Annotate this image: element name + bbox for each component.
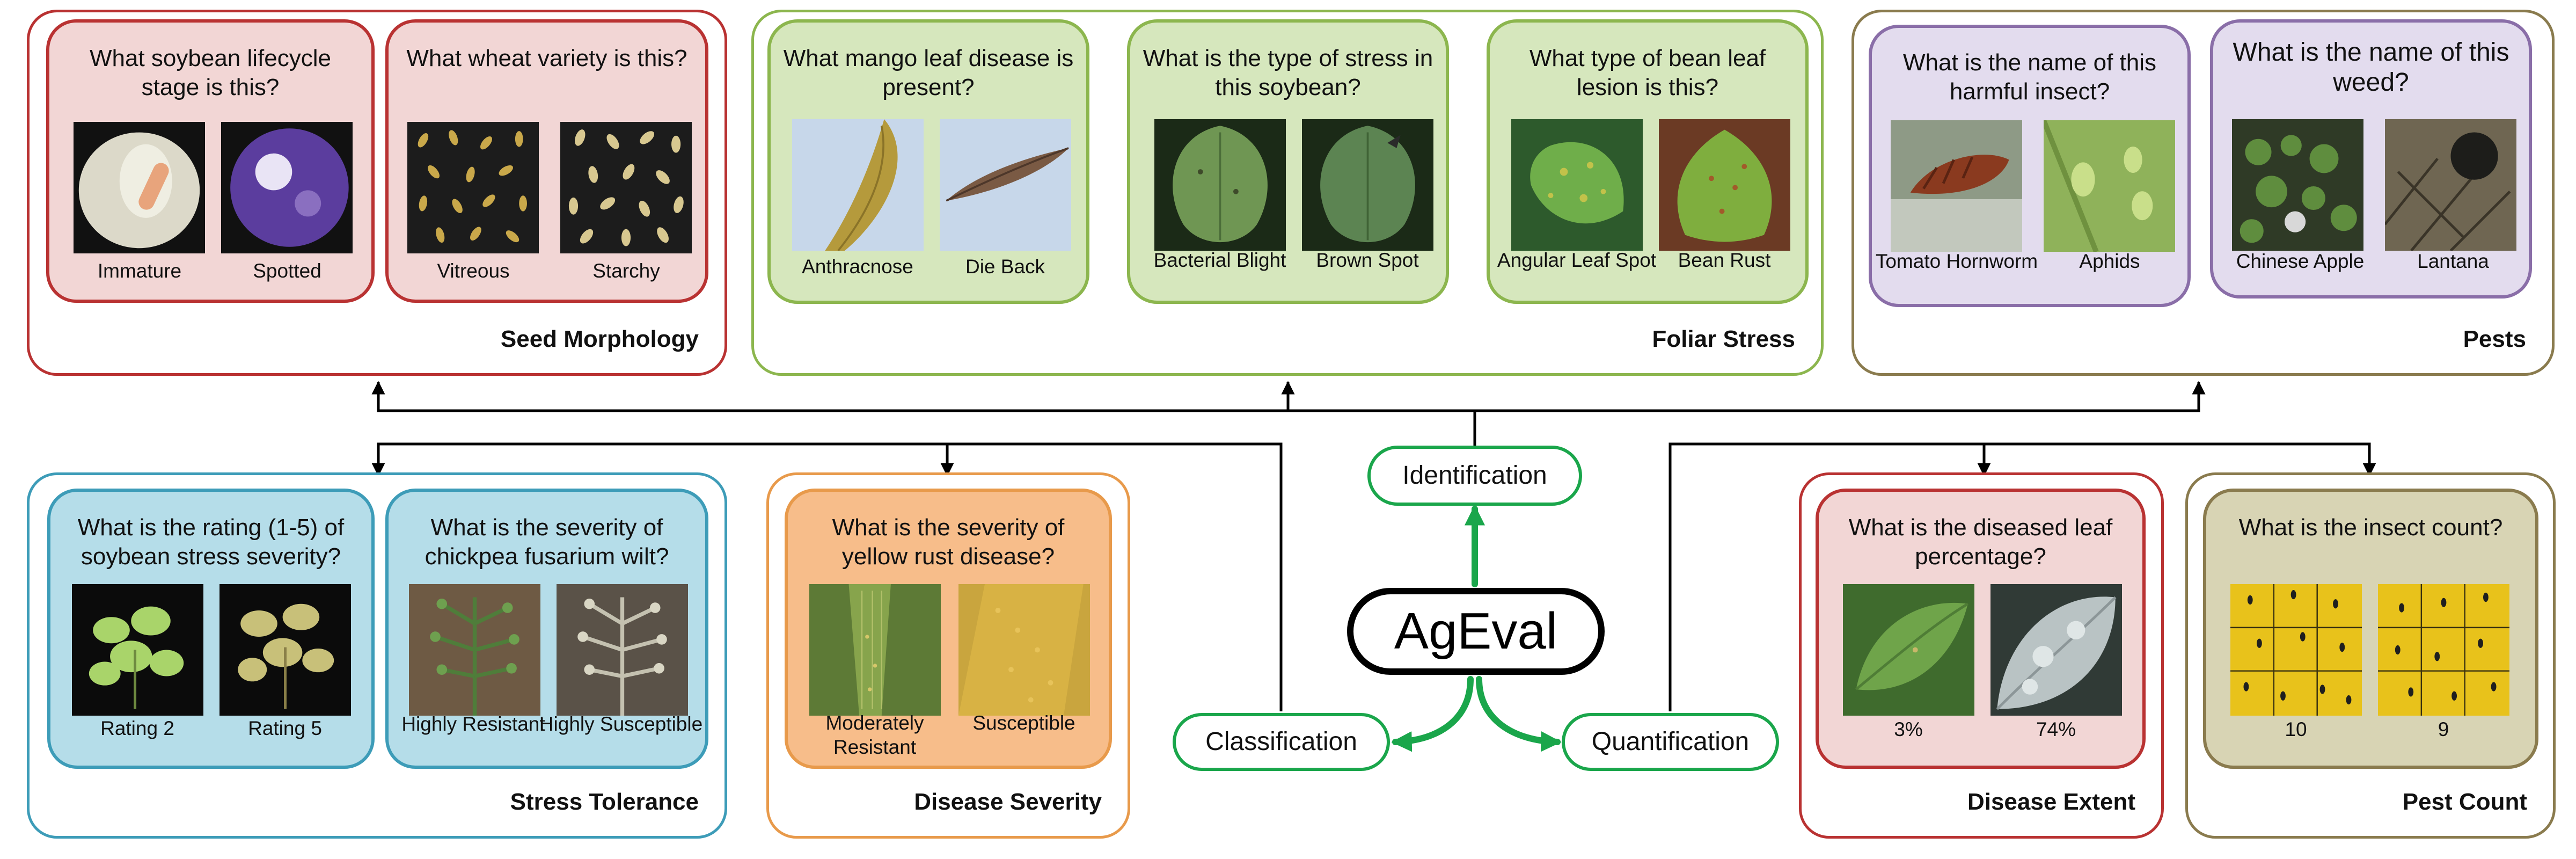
photo-spotted-seed — [221, 122, 353, 253]
group-title: Seed Morphology — [500, 326, 699, 352]
photo-label: 9 — [2438, 718, 2449, 740]
photo-vitreous-wheat — [407, 122, 539, 253]
photo-label: Vitreous — [437, 260, 510, 282]
photo-3-percent-leaf — [1843, 584, 1974, 716]
classification-connectors — [371, 442, 1283, 711]
photo-dieback-leaf — [940, 119, 1071, 251]
photo-rating-2-plant — [72, 584, 203, 716]
photo-74-percent-leaf — [1990, 584, 2122, 716]
card-question: What is the insect count? — [2238, 514, 2503, 541]
card-soybean-lifecycle: What soybean lifecycle stage is this? Im… — [46, 19, 375, 303]
photo-susceptible-wheat — [958, 584, 1090, 716]
photo-sticky-trap-9 — [2378, 584, 2509, 716]
task-arrows — [1391, 505, 1562, 752]
identification-connectors — [371, 381, 2206, 446]
card-question: What is the rating (1-5) of soybean stre… — [77, 514, 345, 570]
card-diseased-leaf-percentage: What is the diseased leaf percentage? 3%… — [1816, 489, 2146, 769]
photo-lantana — [2385, 119, 2516, 251]
photo-chinese-apple — [2232, 119, 2363, 251]
photo-label: Bean Rust — [1678, 249, 1771, 271]
photo-label: Spotted — [253, 260, 321, 282]
photo-label: Brown Spot — [1316, 249, 1419, 271]
card-question: What is the severity of chickpea fusariu… — [425, 514, 669, 570]
photo-sticky-trap-10 — [2230, 584, 2362, 716]
card-question: What is the severity of yellow rust dise… — [832, 514, 1065, 570]
quantification-node[interactable]: Quantification — [1562, 713, 1779, 771]
card-question: What soybean lifecycle stage is this? — [90, 45, 331, 100]
card-question: What is the type of stress in this soybe… — [1143, 45, 1433, 100]
photo-label: 10 — [2285, 718, 2307, 740]
photo-immature-seed — [74, 122, 205, 253]
photo-aphids — [2044, 120, 2175, 252]
card-question: What is the diseased leaf percentage? — [1848, 514, 2113, 570]
group-title: Pest Count — [2402, 789, 2527, 815]
group-title: Foliar Stress — [1652, 326, 1795, 352]
card-mango-disease: What mango leaf disease is present? Anth… — [767, 19, 1089, 304]
photo-highly-resistant-chickpea — [409, 584, 540, 716]
ageval-center-node[interactable]: AgEval — [1347, 588, 1605, 675]
photo-label: Tomato Hornworm — [1875, 250, 2038, 272]
photo-label: Moderately Resistant — [825, 712, 924, 758]
photo-label: Angular Leaf Spot — [1497, 249, 1657, 271]
photo-label: Starchy — [592, 260, 660, 282]
identification-node[interactable]: Identification — [1367, 446, 1582, 506]
photo-label: 74% — [2036, 718, 2076, 740]
photo-bean-rust — [1659, 119, 1790, 251]
group-title: Disease Extent — [1967, 789, 2135, 815]
photo-label: Highly Susceptible — [539, 713, 703, 735]
photo-bacterial-blight-leaf — [1154, 119, 1286, 251]
photo-angular-leaf-spot — [1511, 119, 1643, 251]
card-question: What mango leaf disease is present? — [783, 45, 1074, 100]
photo-label: 3% — [1894, 718, 1923, 740]
card-question: What is the name of this weed? — [2233, 38, 2509, 97]
photo-label: Immature — [97, 260, 182, 282]
photo-label: Susceptible — [972, 712, 1075, 734]
quantification-connectors — [1668, 442, 2376, 711]
photo-label: Lantana — [2417, 250, 2489, 272]
classification-node[interactable]: Classification — [1173, 713, 1390, 771]
card-question: What is the name of this harmful insect? — [1903, 49, 2156, 105]
card-chickpea-wilt: What is the severity of chickpea fusariu… — [385, 489, 708, 769]
card-insect-count: What is the insect count? 10 9 — [2203, 489, 2538, 769]
group-title: Pests — [2463, 326, 2526, 352]
photo-highly-susceptible-chickpea — [557, 584, 688, 716]
card-soybean-rating: What is the rating (1-5) of soybean stre… — [47, 489, 375, 769]
group-title: Disease Severity — [914, 789, 1102, 815]
card-harmful-insect: What is the name of this harmful insect?… — [1869, 25, 2191, 307]
card-question: What wheat variety is this? — [406, 45, 687, 71]
card-soybean-stress: What is the type of stress in this soybe… — [1127, 19, 1449, 304]
photo-label: Anthracnose — [802, 256, 913, 278]
card-wheat-variety: What wheat variety is this? Vitreous Sta… — [385, 19, 708, 303]
card-question: What type of bean leaf lesion is this? — [1529, 45, 1766, 100]
photo-brown-spot-leaf — [1302, 119, 1433, 251]
photo-starchy-wheat — [560, 122, 692, 253]
photo-label: Rating 5 — [248, 717, 322, 739]
group-title: Stress Tolerance — [510, 789, 699, 815]
photo-tomato-hornworm — [1891, 120, 2022, 252]
photo-label: Highly Resistant — [401, 713, 545, 735]
card-yellow-rust: What is the severity of yellow rust dise… — [785, 489, 1112, 769]
photo-label: Aphids — [2079, 250, 2140, 272]
photo-moderately-resistant-wheat — [809, 584, 941, 716]
photo-rating-5-plant — [219, 584, 351, 716]
card-weed-name: What is the name of this weed? Chinese A… — [2210, 19, 2532, 299]
photo-label: Die Back — [965, 256, 1045, 278]
card-bean-lesion: What type of bean leaf lesion is this? A… — [1487, 19, 1809, 304]
photo-label: Rating 2 — [100, 717, 174, 739]
photo-label: Bacterial Blight — [1153, 249, 1286, 271]
photo-label: Chinese Apple — [2236, 250, 2365, 272]
photo-anthracnose-leaf — [792, 119, 924, 251]
